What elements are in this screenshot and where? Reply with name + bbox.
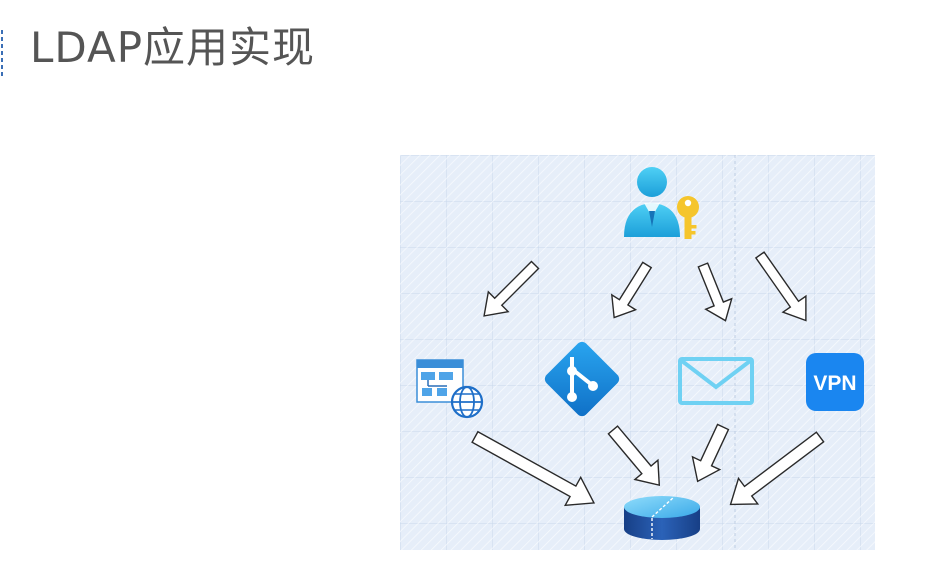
mail-icon <box>678 357 754 405</box>
arrow-mail-to-db <box>691 423 730 483</box>
arrow-user-to-git <box>610 261 653 319</box>
arrow-web-to-db <box>471 430 596 507</box>
title-marker-dashes <box>1 30 3 78</box>
arrow-user-to-vpn <box>754 251 807 322</box>
web-sitemap-icon <box>416 359 484 419</box>
arrow-vpn-to-db <box>729 431 825 506</box>
title-marker <box>0 30 4 78</box>
vpn-label: VPN <box>813 372 856 395</box>
arrow-user-to-web <box>483 260 540 317</box>
ldap-diagram: VPN <box>400 155 875 550</box>
database-icon <box>624 496 700 540</box>
page-title: LDAP应用实现 <box>30 23 316 72</box>
arrow-user-to-mail <box>697 262 733 322</box>
globe-icon <box>450 385 484 419</box>
diagram-canvas: VPN <box>400 155 875 550</box>
top-arrows <box>483 251 807 322</box>
vpn-icon: VPN <box>806 353 864 411</box>
bottom-arrows <box>471 423 825 507</box>
user-key-icon <box>624 167 699 239</box>
arrow-git-to-db <box>607 425 661 487</box>
key-icon <box>677 196 699 239</box>
git-icon <box>544 341 620 417</box>
